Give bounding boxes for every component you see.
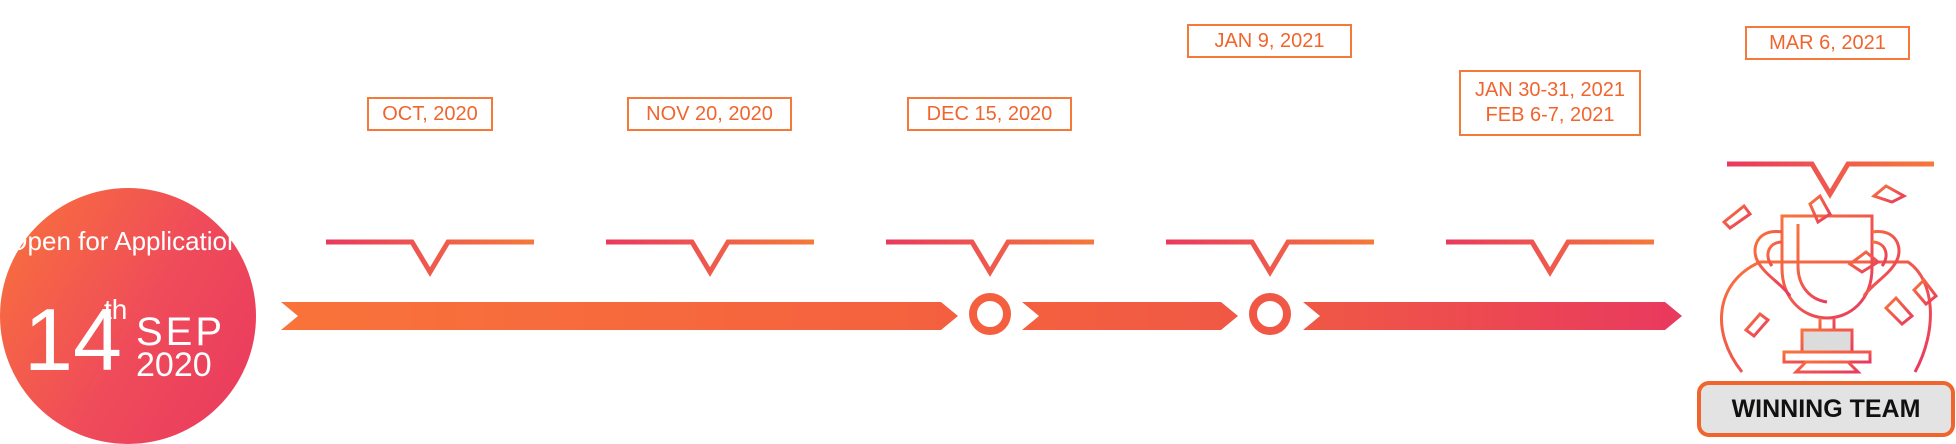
milestone-circle xyxy=(969,293,1011,335)
milestone-date-text: DEC 15, 2020 xyxy=(926,102,1053,125)
timeline-arrow-segment xyxy=(281,302,958,330)
start-day-suffix: th xyxy=(104,294,128,325)
milestone-date-label: MAR 6, 2021 xyxy=(1745,26,1910,60)
milestone-date-text: FEB 6-7, 2021 xyxy=(1485,104,1615,126)
milestone-date-label: JAN 30-31, 2021 FEB 6-7, 2021 xyxy=(1459,70,1641,136)
pointer-line xyxy=(606,239,814,277)
pointer-line xyxy=(886,239,1094,277)
winning-team-label: WINNING TEAM xyxy=(1697,381,1955,437)
open-for-application-text: Open for Application! xyxy=(7,226,249,256)
milestone-date-label: DEC 15, 2020 xyxy=(907,97,1072,131)
milestone-date-label: JAN 9, 2021 xyxy=(1187,24,1352,58)
pointer-line xyxy=(326,239,534,277)
milestone-date-text: JAN 30-31, 2021 xyxy=(1474,79,1626,101)
pointer-line xyxy=(1727,161,1934,199)
pointer-line xyxy=(1166,239,1374,277)
milestone-circle xyxy=(1249,293,1291,335)
start-month: SEP xyxy=(136,310,226,354)
timeline-arrow-segment xyxy=(1303,302,1682,330)
timeline-arrow-segment xyxy=(1022,302,1238,330)
milestone-date-text: JAN 9, 2021 xyxy=(1214,29,1325,52)
pointer-line xyxy=(1446,239,1654,277)
start-day: 14 xyxy=(24,290,122,389)
milestone-date-text: OCT, 2020 xyxy=(382,102,478,125)
start-year: 2020 xyxy=(136,346,212,384)
milestone-date-label: NOV 20, 2020 xyxy=(627,97,792,131)
application-open-badge: Open for Application! 14 th SEP 2020 xyxy=(0,188,256,444)
milestone-date-label: OCT, 2020 xyxy=(367,97,493,131)
winning-team-text: WINNING TEAM xyxy=(1731,394,1921,423)
milestone-date-text: MAR 6, 2021 xyxy=(1769,31,1886,54)
trophy-icon xyxy=(1720,184,1939,374)
milestone-date-text: NOV 20, 2020 xyxy=(646,102,773,125)
